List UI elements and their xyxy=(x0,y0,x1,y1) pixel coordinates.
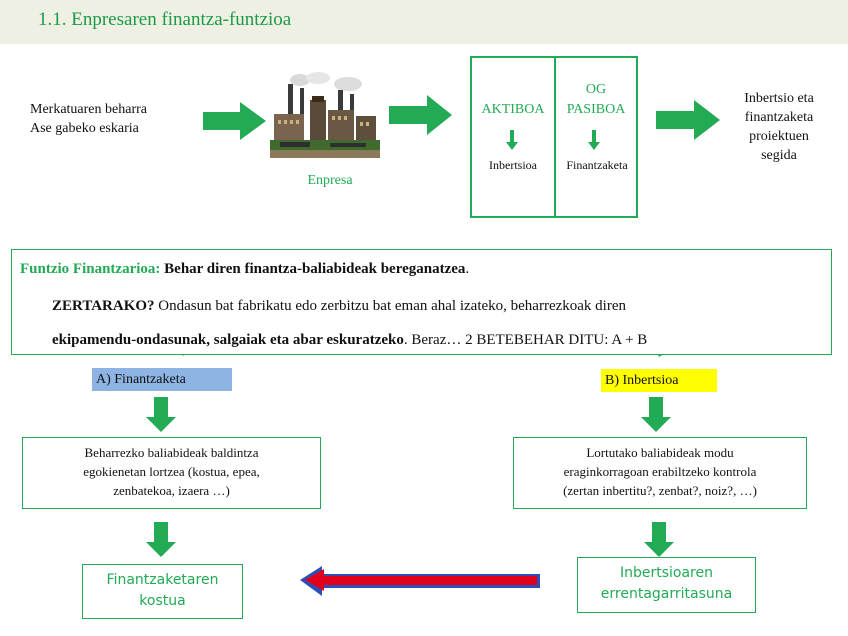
header-band xyxy=(0,0,848,44)
branch-a-result-line-2: kostua xyxy=(139,593,186,609)
factory-illustration xyxy=(270,70,380,166)
factory-icon xyxy=(270,70,380,166)
flow-arrow-3 xyxy=(656,100,720,140)
definition-box xyxy=(11,249,832,355)
branch-b-description-box: Lortutako baliabideak modu eraginkorrago… xyxy=(513,437,807,509)
zertarako-text: Ondasun bat fabrikatu edo zerbitzu bat e… xyxy=(154,298,626,314)
projects-text: Inbertsio eta finantzaketa proiektuen se… xyxy=(724,89,834,165)
financing-label: Finantzaketa xyxy=(566,158,628,172)
branch-b-desc-line-1: Lortutako baliabideak modu xyxy=(586,445,734,460)
unmet-demand-line: Ase gabeko eskaria xyxy=(30,121,139,136)
definition-line-3: ekipamendu-ondasunak, salgaiak eta abar … xyxy=(52,332,647,349)
branch-b-down-arrow-2 xyxy=(644,522,674,557)
flow-arrow-2 xyxy=(389,95,452,135)
market-need-line: Merkatuaren beharra xyxy=(30,102,147,117)
definition-text: Behar diren finantza-baliabideak beregan… xyxy=(160,261,466,277)
branch-a-down-arrow-1 xyxy=(146,397,176,432)
equity-label: OG xyxy=(585,82,607,97)
branch-a-desc-line-2: egokienetan lortzea (kostua, epea, xyxy=(83,464,260,479)
branch-a-down-arrow-2 xyxy=(146,522,176,557)
zertarako-label: ZERTARAKO? xyxy=(52,298,155,314)
definition-term: Funtzio Finantzarioa: xyxy=(20,261,161,277)
balance-down-arrows xyxy=(506,130,600,150)
branch-b-down-arrow-1 xyxy=(641,397,671,432)
factory-label: Enpresa xyxy=(307,173,353,188)
balance-sheet-box: AKTIBOA OG PASIBOA Inbertsioa Finantzake… xyxy=(470,56,638,218)
branch-a-description-box: Beharrezko baliabideak baldintza egokien… xyxy=(22,437,321,509)
branch-b-desc-line-2: eraginkorragoan erabiltzeko kontrola xyxy=(563,464,757,479)
flow-arrow-1 xyxy=(203,102,266,140)
branch-b-result-line-1: Inbertsioaren xyxy=(619,565,713,581)
branch-a-desc-line-1: Beharrezko baliabideak baldintza xyxy=(84,445,259,460)
projects-line-3: proiektuen xyxy=(749,129,809,144)
investment-label: Inbertsioa xyxy=(489,158,537,172)
branch-b-desc-line-3: (zertan inbertitu?, zenbat?, noiz?, …) xyxy=(563,483,757,498)
comparison-arrow xyxy=(300,566,540,596)
projects-line-1: Inbertsio eta xyxy=(744,91,814,106)
definition-period: . xyxy=(465,261,470,277)
liabilities-label: PASIBOA xyxy=(566,102,626,117)
definition-line-3-bold: ekipamendu-ondasunak, salgaiak eta abar … xyxy=(52,332,404,348)
branch-a-desc-line-3: zenbatekoa, izaera …) xyxy=(113,483,230,498)
page-title: 1.1. Enpresaren finantza-funtzioa xyxy=(38,9,292,30)
branch-b-label: B) Inbertsioa xyxy=(601,369,717,392)
branch-b-result-box: Inbertsioaren errentagarritasuna xyxy=(577,557,756,613)
branch-a-result-box: Finantzaketaren kostua xyxy=(82,564,243,619)
market-need-text: Merkatuaren beharra Ase gabeko eskaria xyxy=(30,100,190,138)
assets-down-arrow xyxy=(506,130,518,150)
balance-divider xyxy=(554,58,556,216)
branch-a-result-line-1: Finantzaketaren xyxy=(106,572,219,588)
definition-line-2: ZERTARAKO? Ondasun bat fabrikatu edo zer… xyxy=(52,298,626,315)
definition-line-1: Funtzio Finantzarioa: Behar diren finant… xyxy=(20,261,469,278)
liabilities-down-arrow xyxy=(588,130,600,150)
definition-line-3-rest: . Beraz… 2 BETEBEHAR DITU: A + B xyxy=(403,332,648,348)
branch-a-label: A) Finantzaketa xyxy=(92,368,232,391)
branch-b-result-line-2: errentagarritasuna xyxy=(600,586,733,602)
projects-line-2: finantzaketa xyxy=(744,110,814,125)
projects-line-4: segida xyxy=(761,148,797,163)
assets-label: AKTIBOA xyxy=(481,102,545,117)
